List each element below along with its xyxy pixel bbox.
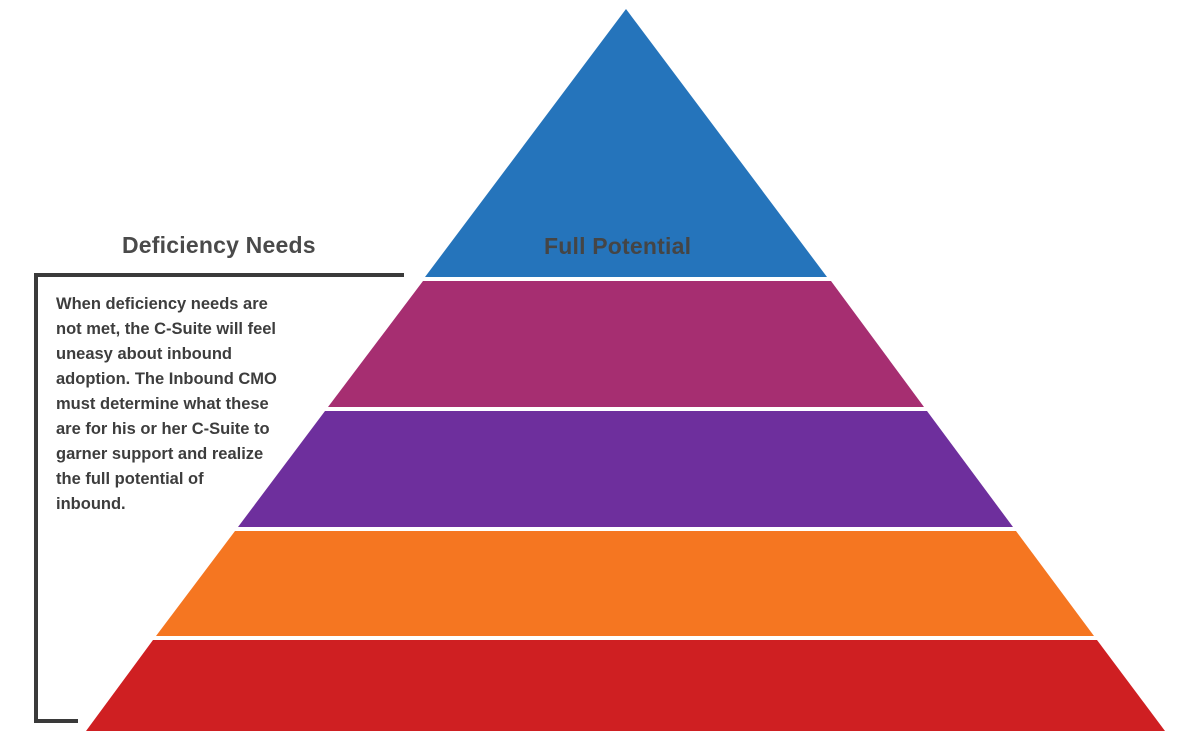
pyramid-tier-3 (238, 411, 1013, 527)
pyramid-tier-1 (425, 9, 827, 277)
description-line: adoption. The Inbound CMO (56, 370, 277, 388)
pyramid-tier-5 (86, 640, 1165, 731)
pyramid-tier-2 (328, 281, 924, 407)
description-line: garner support and realize (56, 445, 264, 463)
description-line: When deficiency needs are (56, 295, 268, 313)
description-line: are for his or her C-Suite to (56, 420, 270, 438)
description-line: must determine what these (56, 395, 269, 413)
deficiency-description: When deficiency needs are not met, the C… (56, 292, 328, 517)
deficiency-needs-label: Deficiency Needs (122, 232, 316, 258)
pyramid-tier-4 (156, 531, 1094, 636)
bracket-line (34, 273, 404, 723)
full-potential-label: Full Potential (544, 233, 692, 259)
description-line: uneasy about inbound (56, 345, 232, 363)
description-line: inbound. (56, 495, 126, 513)
description-line: not met, the C-Suite will feel (56, 320, 277, 338)
description-line: the full potential of (56, 470, 204, 488)
